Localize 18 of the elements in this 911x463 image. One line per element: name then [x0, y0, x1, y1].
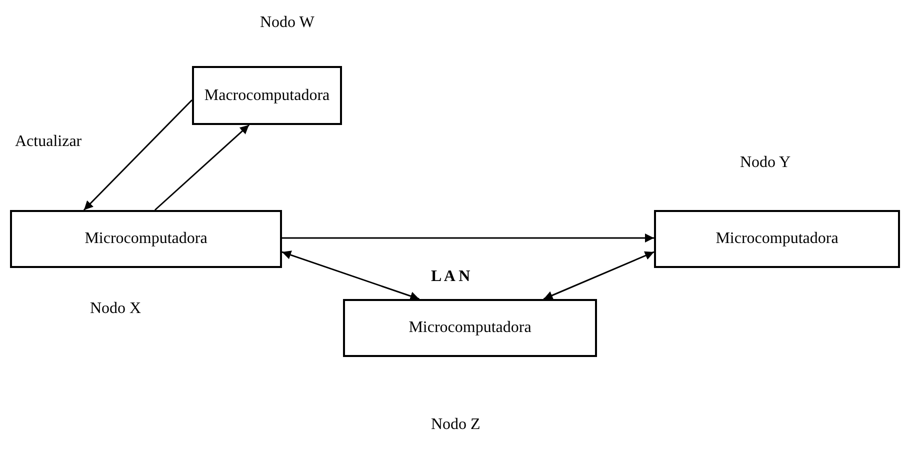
- node-label: Microcomputadora: [408, 319, 532, 337]
- node-label: Macrocomputadora: [204, 86, 330, 104]
- computer-box: [10, 210, 282, 268]
- node-caption: Nodo X: [90, 300, 142, 318]
- node-caption: Nodo W: [260, 14, 314, 32]
- network-label: L A N: [431, 268, 470, 286]
- computer-box: [343, 299, 597, 357]
- arrow: [282, 250, 420, 300]
- arrow: [83, 99, 193, 211]
- node-caption: Nodo Y: [740, 154, 791, 172]
- computer-box: [192, 66, 342, 125]
- arrow: [282, 234, 654, 243]
- node-label: Microcomputadora: [716, 230, 838, 248]
- computer-box: [654, 210, 900, 268]
- node-label: Microcomputadora: [84, 230, 208, 248]
- arrow: [543, 251, 654, 300]
- arrow: [154, 124, 250, 211]
- node-caption: Nodo Z: [431, 416, 480, 434]
